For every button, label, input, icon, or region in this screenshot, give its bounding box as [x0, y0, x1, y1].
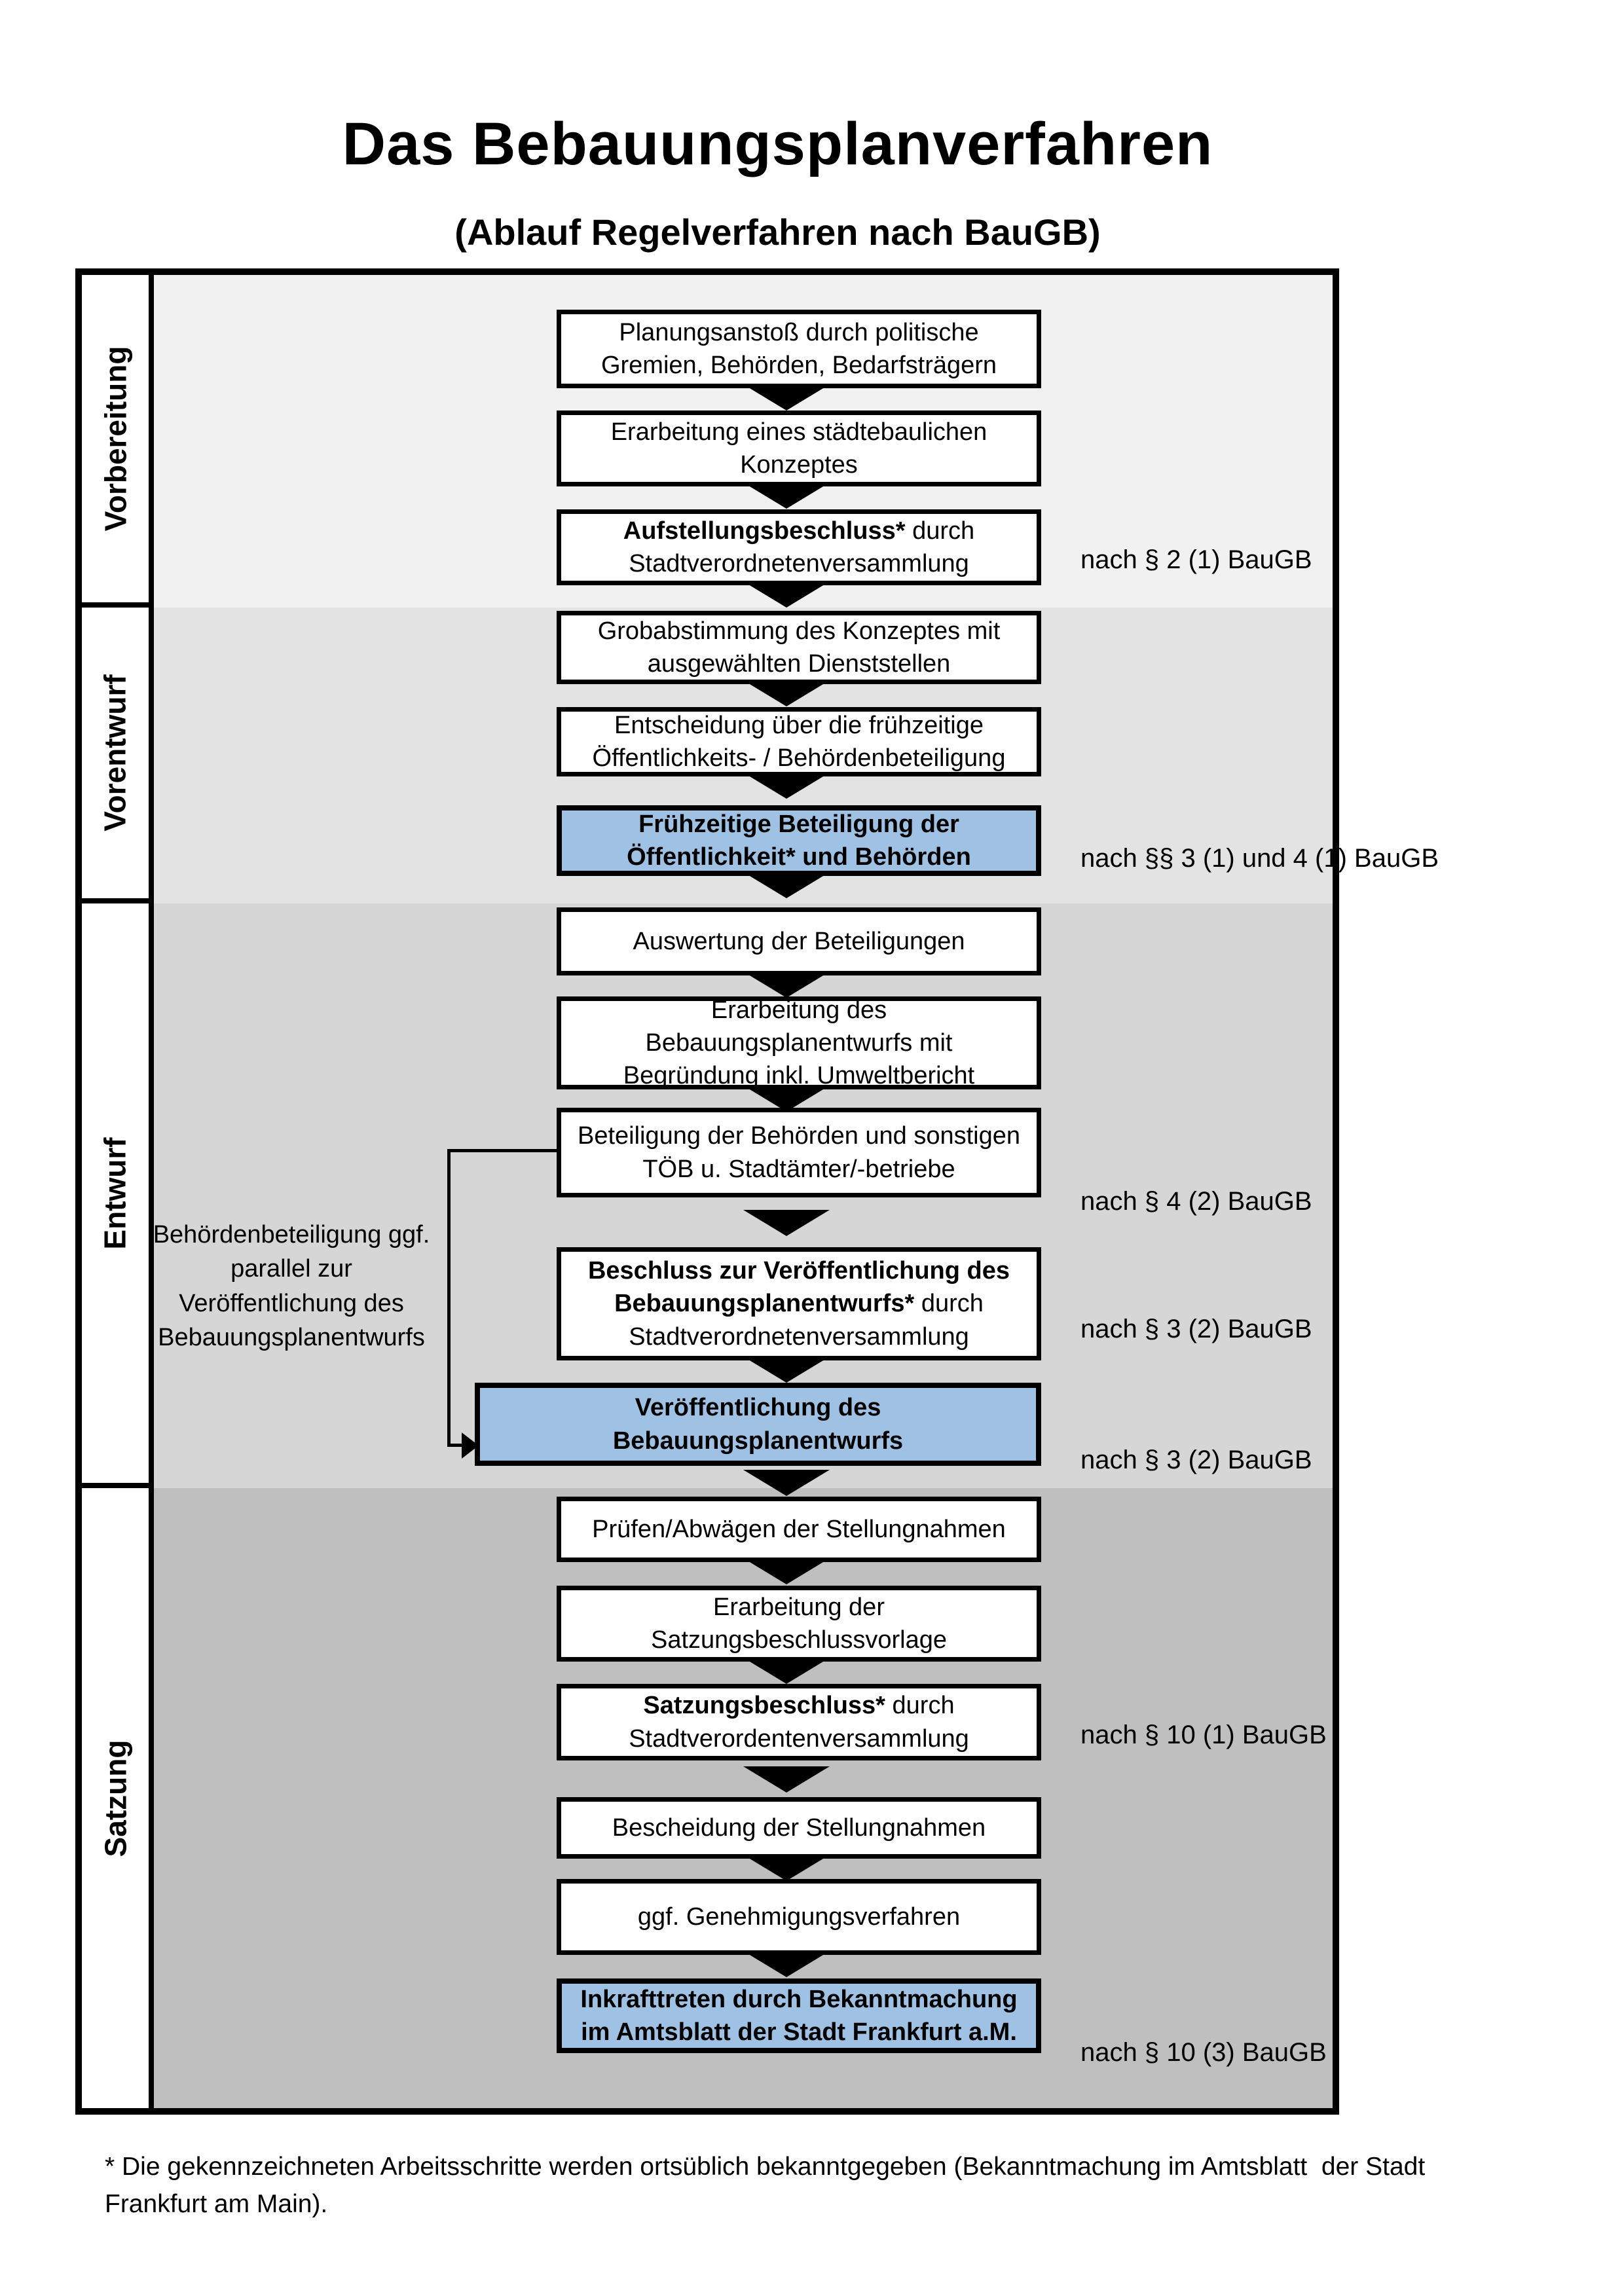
flowchart-frame: Vorbereitung Vorentwurf Entwurf Satzung …	[75, 268, 1439, 2115]
box-erarbeitung-satzungsbeschlussvorlage: Erarbeitung der Satzungsbeschlussvorlage	[557, 1586, 1041, 1662]
elbow-connector-vertical	[447, 1149, 451, 1447]
box-beteiligung-behoerden-toeb: Beteiligung der Behörden und sonstigen T…	[557, 1108, 1041, 1197]
box-staedtebauliches-konzept: Erarbeitung eines städtebaulichen Konzep…	[557, 410, 1041, 486]
flow-arrow-down-icon	[743, 1558, 830, 1584]
phase-label-entwurf: Entwurf	[82, 903, 149, 1488]
flow-arrow-down-icon	[743, 1766, 830, 1793]
flow-arrow-down-icon	[743, 581, 830, 608]
box-bescheidung-stellungnahmen: Bescheidung der Stellungnahmen	[557, 1797, 1041, 1859]
flow-arrow-down-icon	[743, 1085, 830, 1112]
box-inkrafttreten: Inkrafttreten durch Bekanntmachung im Am…	[557, 1978, 1041, 2053]
box-fruehzeitige-beteiligung: Frühzeitige Beteiligung der Öffentlichke…	[557, 805, 1041, 876]
box-genehmigungsverfahren: ggf. Genehmigungsverfahren	[557, 1879, 1041, 1955]
phase-label-satzung: Satzung	[82, 1488, 149, 2108]
box-planungsanstoss: Planungsanstoß durch politische Gremien,…	[557, 310, 1041, 388]
side-note-parallel-beteiligung: Behördenbeteiligung ggf. parallel zur Ve…	[153, 1221, 430, 1352]
flow-arrow-down-icon	[743, 680, 830, 706]
box-erarbeitung-bebauungsplanentwurf: Erarbeitung des Bebauungsplanentwurfs mi…	[557, 996, 1041, 1089]
footnote: * Die gekennzeichneten Arbeitsschritte w…	[105, 2153, 1433, 2218]
page-subtitle: (Ablauf Regelverfahren nach BauGB)	[454, 211, 1101, 253]
flow-arrow-down-icon	[743, 1210, 830, 1236]
flow-arrow-down-icon	[743, 1357, 830, 1383]
box-auswertung-beteiligungen: Auswertung der Beteiligungen	[557, 907, 1041, 975]
flow-arrow-down-icon	[743, 483, 830, 509]
flow-arrow-down-icon	[743, 1951, 830, 1977]
legal-ref-veroeffentlichung: nach § 3 (2) BauGB	[1080, 1446, 1312, 1474]
flow-arrow-down-icon	[743, 1855, 830, 1881]
legal-ref-satzungsbeschluss: nach § 10 (1) BauGB	[1080, 1721, 1327, 1749]
flow-arrow-down-icon	[743, 773, 830, 799]
box-veroeffentlichung-bebauungsplanentwurf: Veröffentlichung des Bebauungsplanentwur…	[475, 1383, 1041, 1466]
elbow-connector-bottom	[447, 1444, 464, 1447]
flow-arrow-down-icon	[743, 872, 830, 898]
box-pruefen-abwaegen: Prüfen/Abwägen der Stellungnahmen	[557, 1497, 1041, 1562]
flow-arrow-down-icon	[743, 1470, 830, 1496]
flow-arrow-down-icon	[743, 972, 830, 998]
page-title: Das Bebauungsplanverfahren	[342, 111, 1213, 177]
elbow-connector-top	[447, 1149, 557, 1152]
box-grobabstimmung: Grobabstimmung des Konzeptes mit ausgewä…	[557, 611, 1041, 684]
flow-arrow-down-icon	[743, 384, 830, 410]
box-satzungsbeschluss: Satzungsbeschluss* durch Stadtverordente…	[557, 1684, 1041, 1760]
box-aufstellungsbeschluss: Aufstellungsbeschluss* durch Stadtverord…	[557, 509, 1041, 585]
elbow-arrowhead-right-icon	[462, 1432, 479, 1459]
flow-arrow-down-icon	[743, 1658, 830, 1684]
legal-ref-behoerdenbeteiligung: nach § 4 (2) BauGB	[1080, 1187, 1312, 1216]
box-entscheidung-fruehzeitige-beteiligung: Entscheidung über die frühzeitige Öffent…	[557, 707, 1041, 776]
legal-ref-fruehzeitige-beteiligung: nach §§ 3 (1) und 4 (1) BauGB	[1080, 844, 1439, 873]
phase-label-vorbereitung: Vorbereitung	[82, 275, 149, 608]
legal-ref-inkrafttreten: nach § 10 (3) BauGB	[1080, 2038, 1327, 2067]
legal-ref-beschluss-veroeffentlichung: nach § 3 (2) BauGB	[1080, 1315, 1312, 1343]
legal-ref-aufstellungsbeschluss: nach § 2 (1) BauGB	[1080, 545, 1312, 574]
phase-label-vorentwurf: Vorentwurf	[82, 608, 149, 903]
box-beschluss-veroeffentlichung: Beschluss zur Veröffentlichung des Bebau…	[557, 1247, 1041, 1360]
